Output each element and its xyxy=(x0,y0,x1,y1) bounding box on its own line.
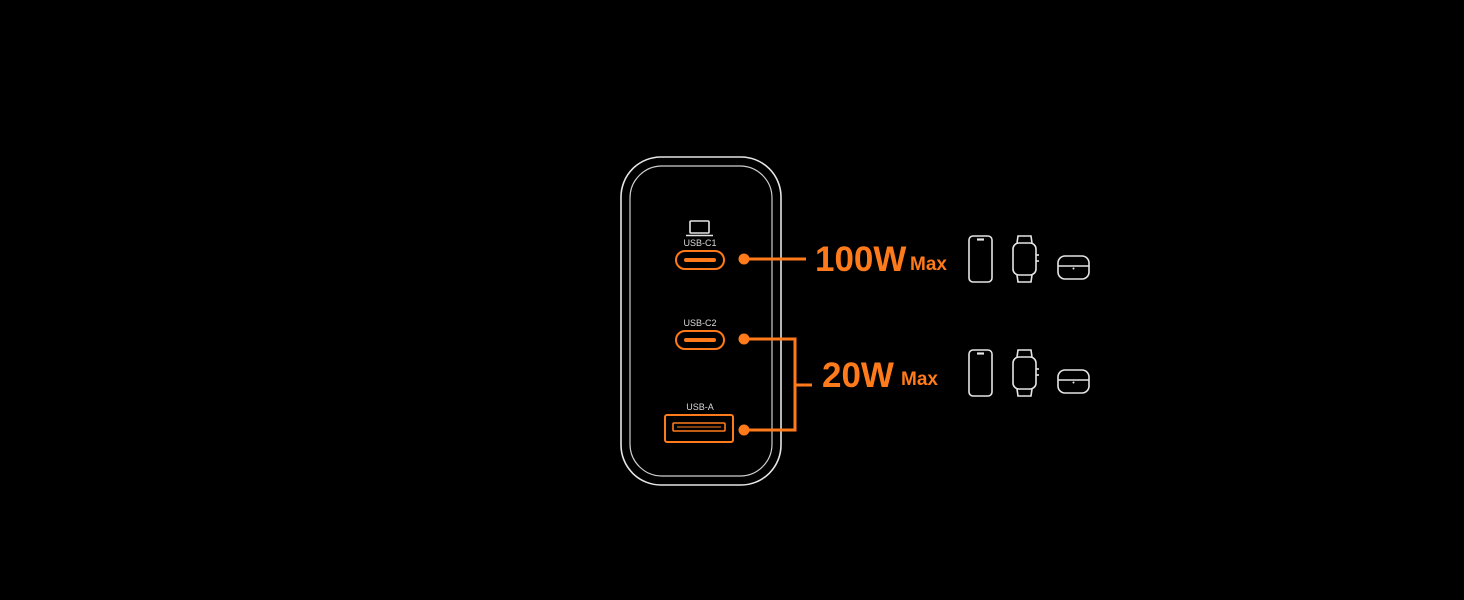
usb-a-port-icon xyxy=(664,414,734,443)
charger-outer-outline xyxy=(620,156,782,486)
earbuds-case-icon xyxy=(1057,369,1090,394)
device-icons-row-100w xyxy=(968,235,1090,283)
laptop-icon xyxy=(686,220,713,237)
phone-icon xyxy=(968,349,993,397)
connector-20w xyxy=(738,333,812,436)
output-unit: Max xyxy=(901,369,938,390)
device-icons-row-20w xyxy=(968,349,1090,397)
port-label-usb-c2: USB-C2 xyxy=(683,318,716,328)
port-usb-a: USB-A xyxy=(664,402,734,443)
watch-icon xyxy=(1012,349,1039,397)
output-watts: 100W xyxy=(815,240,906,279)
port-label-usb-a: USB-A xyxy=(686,402,714,412)
earbuds-case-icon xyxy=(1057,255,1090,280)
phone-icon xyxy=(968,235,993,283)
output-100w-label: 100W Max xyxy=(815,240,947,279)
port-usb-c1: USB-C1 xyxy=(675,238,725,270)
usb-c-port-icon xyxy=(675,330,725,350)
port-label-usb-c1: USB-C1 xyxy=(683,238,716,248)
output-watts: 20W xyxy=(822,356,894,395)
charger-inner-outline xyxy=(629,165,773,477)
watch-icon xyxy=(1012,235,1039,283)
charger-body xyxy=(620,156,782,486)
usb-c-port-icon xyxy=(675,250,725,270)
connector-100w xyxy=(738,253,806,265)
port-usb-c2: USB-C2 xyxy=(675,318,725,350)
output-20w-label: 20W Max xyxy=(822,356,938,395)
output-unit: Max xyxy=(910,254,947,275)
